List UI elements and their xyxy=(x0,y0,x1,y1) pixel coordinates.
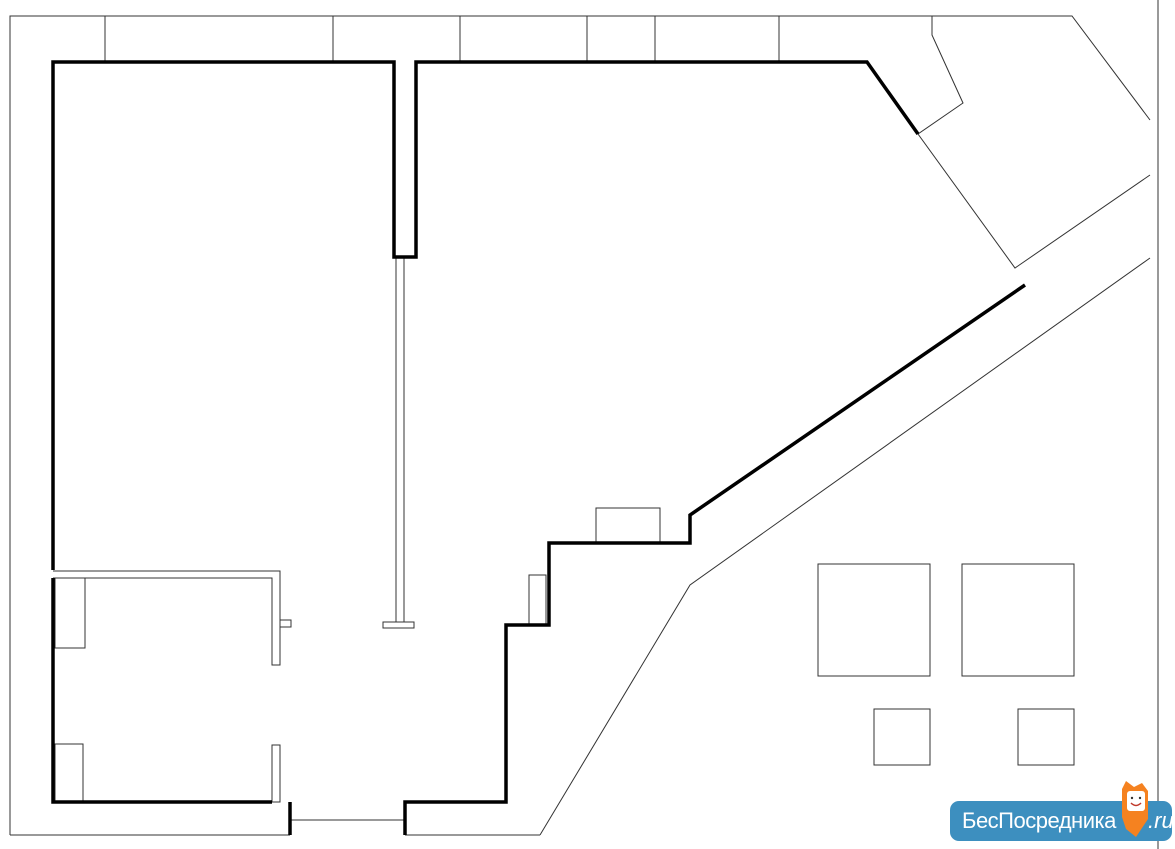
logo[interactable]: БесПосредника .ru xyxy=(950,781,1175,843)
logo-text: БесПосредника xyxy=(962,808,1116,833)
column-square-3 xyxy=(873,708,931,766)
balcony-outline xyxy=(917,16,1151,269)
corridor-line xyxy=(539,257,1151,836)
wall-diagonal xyxy=(403,283,1026,835)
fixture-1 xyxy=(54,577,86,649)
wall-main xyxy=(51,60,920,570)
column xyxy=(395,256,405,623)
column-base xyxy=(382,621,415,629)
wall-left-lower xyxy=(51,578,292,835)
partition-stub xyxy=(279,619,292,628)
column-square-4 xyxy=(1017,708,1075,766)
fixture-2 xyxy=(54,743,84,803)
bathroom-partition xyxy=(53,570,281,666)
logo-domain: .ru xyxy=(1148,808,1174,833)
mascot-icon xyxy=(1122,781,1148,837)
thin-lines xyxy=(9,0,1159,849)
wall-niche xyxy=(595,507,661,544)
wall-niche-2 xyxy=(528,574,547,626)
top-segment-ticks xyxy=(104,16,780,62)
outer-boundary xyxy=(9,15,1151,835)
thick-walls xyxy=(51,60,1026,835)
partition-lower xyxy=(271,744,281,803)
column-square-2 xyxy=(961,563,1075,677)
column-square-1 xyxy=(817,563,931,677)
